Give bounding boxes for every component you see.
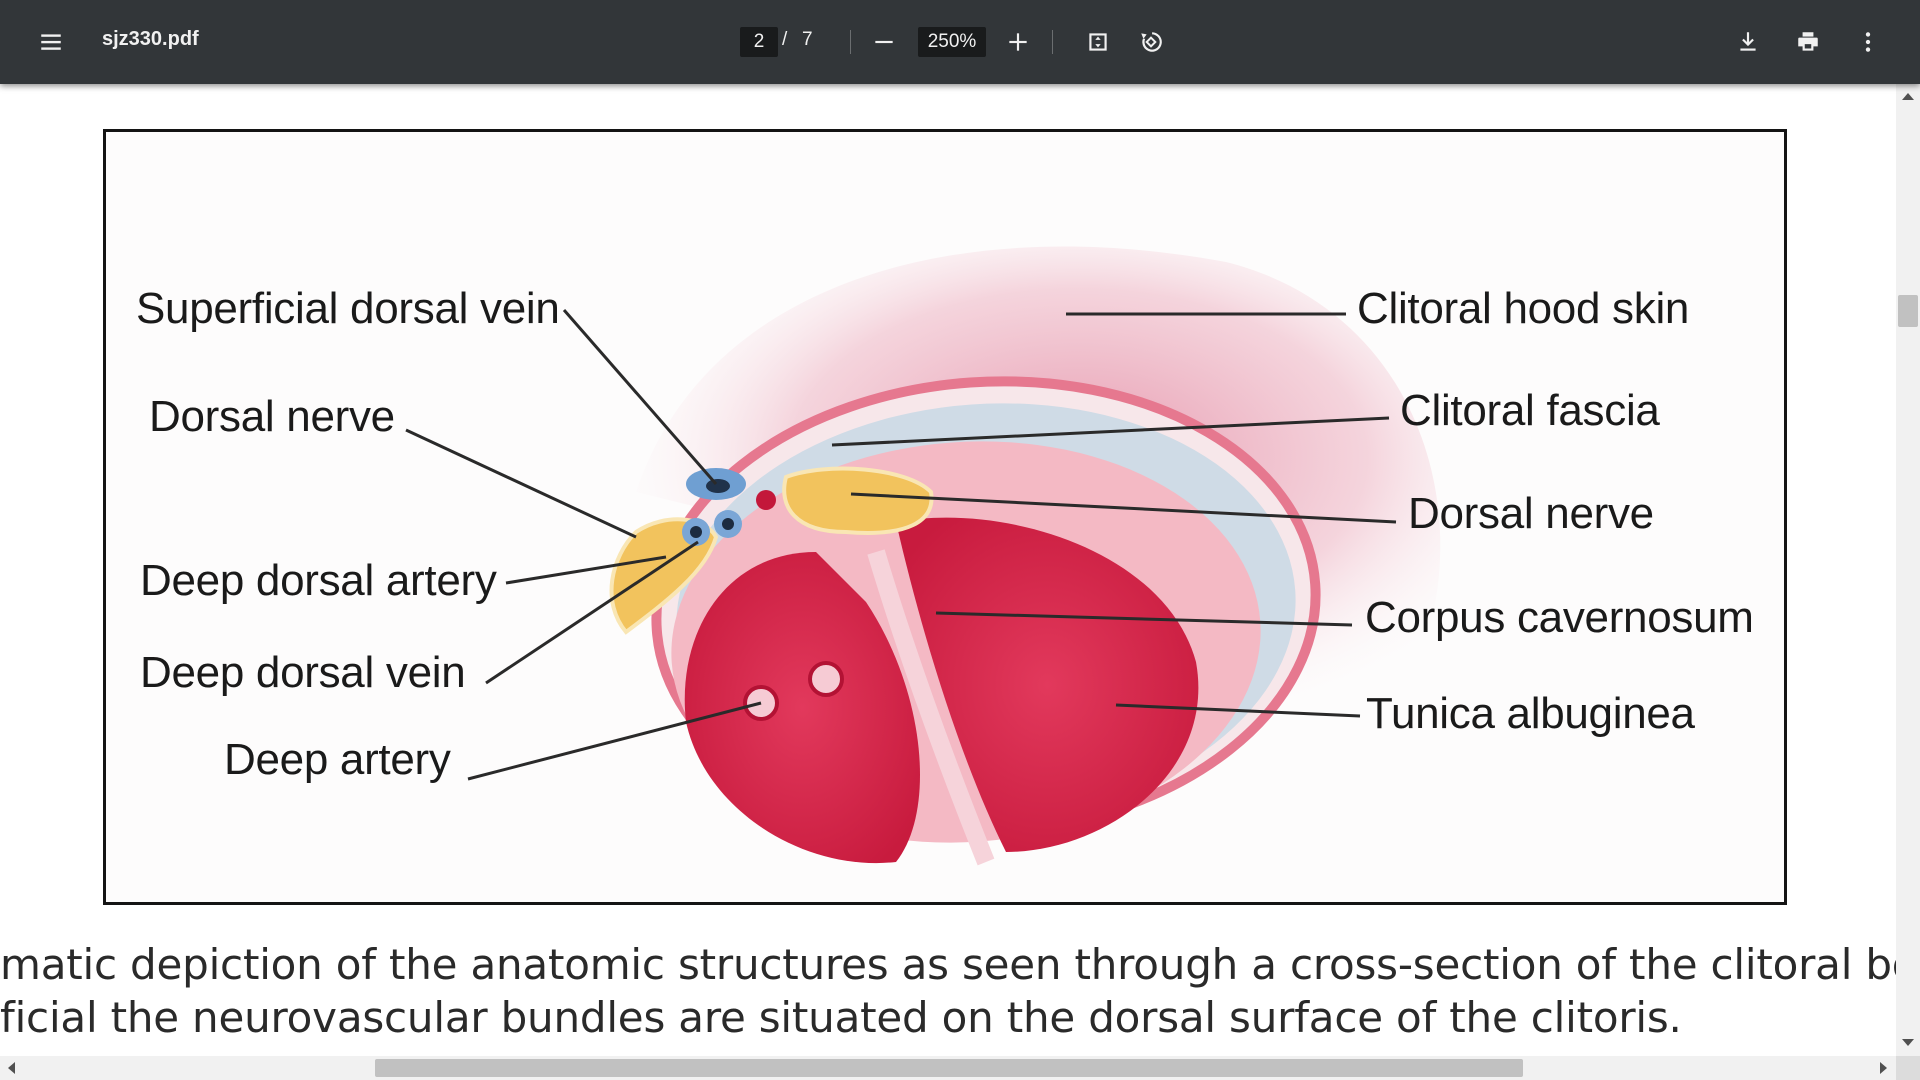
zoom-out-button[interactable]	[860, 18, 908, 66]
label-dorsal-nerve-right: Dorsal nerve	[1408, 489, 1654, 538]
document-title: sjz330.pdf	[102, 28, 199, 50]
caption-line-1: matic depiction of the anatomic structur…	[0, 940, 1896, 989]
pdf-viewport[interactable]: Superficial dorsal vein Dorsal nerve Dee…	[0, 84, 1896, 1056]
rotate-icon	[1141, 32, 1162, 52]
more-actions-button[interactable]	[1844, 18, 1892, 66]
print-button[interactable]	[1784, 18, 1832, 66]
label-dorsal-nerve-left: Dorsal nerve	[149, 392, 395, 441]
minus-icon	[875, 40, 893, 44]
label-superficial-dorsal-vein: Superficial dorsal vein	[136, 284, 560, 333]
caption-line-2: ficial the neurovascular bundles are sit…	[0, 993, 1682, 1042]
label-clitoral-hood-skin: Clitoral hood skin	[1357, 284, 1690, 333]
label-deep-dorsal-artery: Deep dorsal artery	[140, 556, 497, 605]
horizontal-scrollbar-thumb[interactable]	[375, 1059, 1523, 1077]
scroll-up-arrow-icon[interactable]	[1902, 93, 1914, 100]
scrollbar-corner	[1896, 1056, 1920, 1080]
clitoral-cross-section-illustration	[405, 246, 1441, 866]
scroll-left-arrow-icon[interactable]	[8, 1062, 15, 1074]
menu-icon	[41, 34, 61, 50]
vertical-scrollbar-thumb[interactable]	[1898, 295, 1918, 327]
rotate-button[interactable]	[1127, 18, 1175, 66]
download-button[interactable]	[1724, 18, 1772, 66]
download-icon	[1740, 32, 1756, 51]
zoom-in-button[interactable]	[994, 18, 1042, 66]
scroll-right-arrow-icon[interactable]	[1880, 1062, 1887, 1074]
fit-to-page-button[interactable]	[1074, 18, 1122, 66]
label-deep-dorsal-vein: Deep dorsal vein	[140, 648, 466, 697]
menu-button[interactable]	[27, 18, 75, 66]
toolbar-divider	[850, 30, 851, 54]
toolbar-divider	[1052, 30, 1053, 54]
more-vertical-icon	[1865, 32, 1871, 52]
plus-icon	[1009, 33, 1027, 51]
label-clitoral-fascia: Clitoral fascia	[1400, 386, 1660, 435]
zoom-level-input[interactable]: 250%	[918, 27, 986, 57]
vertical-scrollbar[interactable]	[1896, 84, 1920, 1056]
page-number-input[interactable]: 2	[740, 27, 778, 57]
page-total: 7	[802, 29, 813, 50]
page-separator: /	[782, 29, 788, 50]
fit-page-icon	[1089, 33, 1107, 51]
scroll-down-arrow-icon[interactable]	[1902, 1039, 1914, 1046]
label-corpus-cavernosum: Corpus cavernosum	[1365, 593, 1754, 642]
print-icon	[1798, 32, 1818, 51]
pdf-toolbar: sjz330.pdf 2 / 7 250%	[0, 0, 1920, 84]
anatomy-figure: Superficial dorsal vein Dorsal nerve Dee…	[103, 129, 1787, 905]
label-tunica-albuginea: Tunica albuginea	[1366, 689, 1695, 738]
label-deep-artery: Deep artery	[224, 735, 451, 784]
